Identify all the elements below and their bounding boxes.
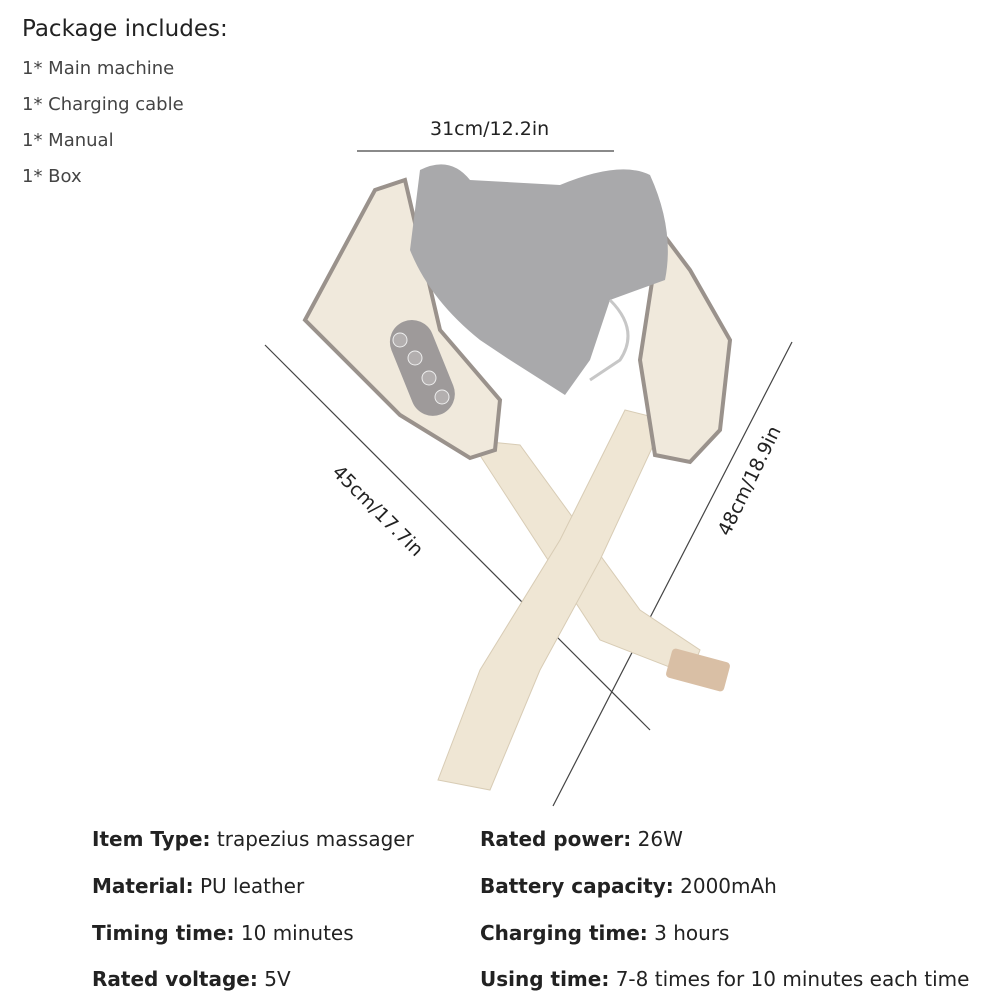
- height-dimension-line: [552, 341, 793, 807]
- spec-charging-time: Charging time: 3 hours: [480, 921, 730, 945]
- mode-button[interactable]: [407, 350, 423, 366]
- right-wing: [637, 224, 733, 465]
- power-button[interactable]: [392, 332, 408, 348]
- package-item: 1* Box: [22, 166, 82, 187]
- spec-rated-voltage: Rated voltage: 5V: [92, 967, 291, 991]
- spec-item-type: Item Type: trapezius massager: [92, 827, 414, 851]
- package-item: 1* Manual: [22, 130, 114, 151]
- width-dimension-label: 31cm/12.2in: [430, 118, 550, 140]
- spec-using-time: Using time: 7-8 times for 10 minutes eac…: [480, 967, 970, 991]
- strap-buckle: [666, 648, 730, 692]
- heat-button[interactable]: [421, 370, 437, 386]
- package-item: 1* Charging cable: [22, 94, 184, 115]
- spec-rated-power: Rated power: 26W: [480, 827, 683, 851]
- package-title: Package includes:: [22, 16, 228, 42]
- spec-material: Material: PU leather: [92, 874, 305, 898]
- strap-right: [437, 409, 666, 791]
- speed-button[interactable]: [434, 389, 450, 405]
- diagonal-dimension-line: [264, 344, 651, 731]
- charging-cable: [589, 298, 630, 382]
- spec-timing-time: Timing time: 10 minutes: [92, 921, 354, 945]
- spec-battery-capacity: Battery capacity: 2000mAh: [480, 874, 777, 898]
- package-item: 1* Main machine: [22, 58, 175, 79]
- fabric-center: [410, 164, 668, 395]
